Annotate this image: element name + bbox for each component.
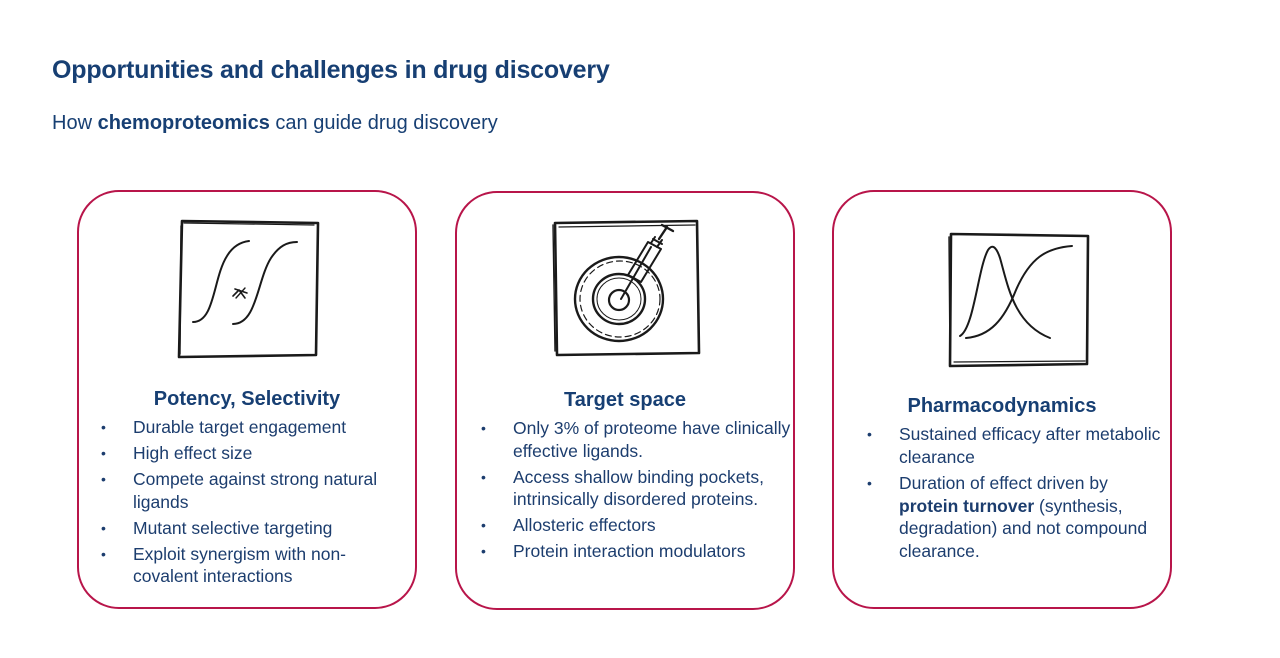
- list-item: Protein interaction modulators: [481, 540, 791, 563]
- card-heading: Potency, Selectivity: [153, 388, 341, 410]
- card-heading: Pharmacodynamics: [907, 395, 1097, 417]
- list-item: High effect size: [101, 442, 411, 465]
- bullet-text-bold: protein turnover: [899, 495, 1035, 516]
- bullet-list: Durable target engagement High effect si…: [101, 416, 411, 591]
- subtitle-suffix: can guide drug discovery: [269, 112, 498, 134]
- bullet-text-prefix: Duration of effect driven by: [899, 473, 1108, 493]
- list-item: Mutant selective targeting: [101, 517, 411, 540]
- list-item: Exploit synergism with non-covalent inte…: [101, 543, 411, 588]
- list-item: Durable target engagement: [101, 416, 411, 439]
- subtitle-prefix: How: [52, 112, 98, 134]
- subtitle-bold-term: chemoproteomics: [97, 112, 270, 134]
- slide-subtitle: How chemoproteomics can guide drug disco…: [52, 112, 498, 135]
- card-pharmacodynamics: Pharmacodynamics Sustained efficacy afte…: [832, 190, 1172, 609]
- card-heading: Target space: [564, 389, 686, 411]
- card-target-space: Target space Only 3% of proteome have cl…: [455, 191, 795, 610]
- pk-pd-crossing-curves-sketch-icon: [948, 232, 1090, 368]
- list-item: Duration of effect driven by protein tur…: [867, 472, 1167, 562]
- card-potency-selectivity: Potency, Selectivity Durable target enga…: [77, 190, 417, 609]
- slide-title: Opportunities and challenges in drug dis…: [52, 56, 610, 84]
- list-item: Only 3% of proteome have clinically effe…: [481, 417, 791, 462]
- list-item: Allosteric effectors: [481, 514, 791, 537]
- target-with-syringe-sketch-icon: [552, 219, 701, 357]
- list-item: Compete against strong natural ligands: [101, 468, 411, 513]
- dose-response-curves-sketch-icon: [177, 219, 320, 359]
- bullet-list: Only 3% of proteome have clinically effe…: [481, 417, 791, 566]
- bullet-text-suffix: (synthesis, degradation) and not compoun…: [899, 495, 1148, 561]
- bullet-list: Sustained efficacy after metabolic clear…: [867, 423, 1167, 566]
- list-item: Sustained efficacy after metabolic clear…: [867, 423, 1167, 468]
- list-item: Access shallow binding pockets, intrinsi…: [481, 466, 791, 511]
